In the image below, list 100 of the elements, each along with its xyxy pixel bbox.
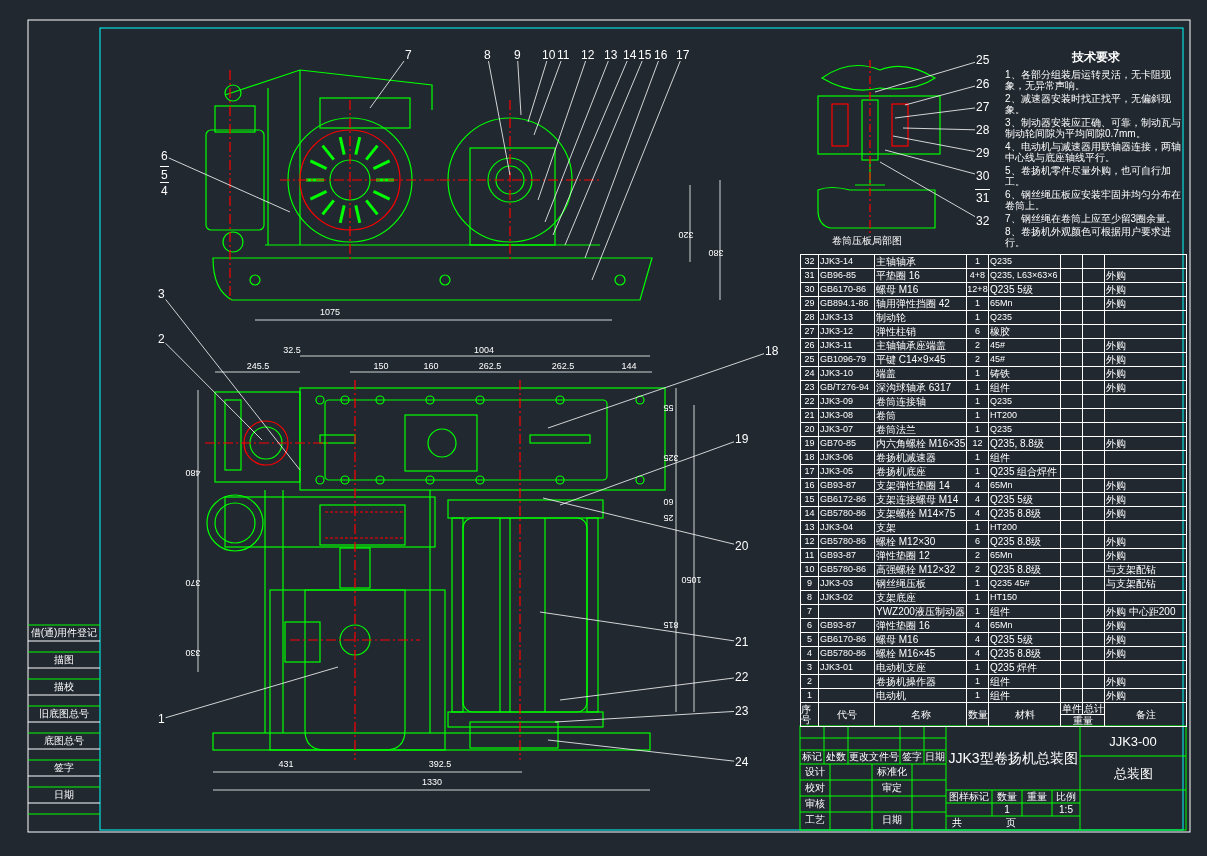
table-cell: Q235, 8.8级: [989, 437, 1061, 451]
table-cell: GB93-87: [819, 549, 875, 563]
dimension-text: 60: [663, 497, 674, 506]
table-cell: Q235 8.8级: [989, 535, 1061, 549]
title-block-text: 数量: [996, 790, 1018, 803]
leader-line: [517, 60, 522, 116]
table-cell: 16: [801, 479, 819, 493]
table-cell: 外购: [1105, 381, 1187, 395]
requirement-text: 8、卷扬机外观颜色可根据用户要求进行。: [1005, 226, 1172, 248]
table-cell: JJK3-08: [819, 409, 875, 423]
table-cell: 6: [801, 619, 819, 633]
table-cell: 4: [967, 633, 989, 647]
table-cell: GB70-85: [819, 437, 875, 451]
title-block-text: 借(通)用件登记: [29, 626, 99, 640]
table-header-cell: 单件: [1061, 703, 1083, 715]
table-cell: 铸铁: [989, 367, 1061, 381]
dimension-text: 245.5: [246, 361, 270, 371]
table-cell: 2: [967, 563, 989, 577]
table-cell: 31: [801, 269, 819, 283]
requirement-text: 3、制动器安装应正确、可靠，制动瓦与制动轮间隙为平均间隙0.7mm。: [1005, 117, 1182, 139]
table-cell: 外购: [1105, 297, 1187, 311]
callout-number: 32: [975, 215, 991, 227]
table-cell: Q235, L63×63×6: [989, 269, 1061, 283]
table-cell: 65Mn: [989, 297, 1061, 311]
table-cell: 外购: [1105, 619, 1187, 633]
table-cell: GB6172-86: [819, 493, 875, 507]
table-cell: 内六角螺栓 M16×35: [875, 437, 967, 451]
table-header-cell: 备注: [1105, 703, 1187, 727]
drawing-title: JJK3型卷扬机总装图: [947, 749, 1079, 768]
table-cell: Q235 8.8级: [989, 647, 1061, 661]
table-cell: GB894.1-86: [819, 297, 875, 311]
table-cell: YWZ200液压制动器: [875, 605, 967, 619]
title-block-text: 日期: [881, 813, 903, 827]
dimension-text: 1075: [320, 307, 340, 317]
table-cell: 螺栓 M16×45: [875, 647, 967, 661]
title-block-text: 更改文件号: [848, 750, 900, 764]
callout-number: 19: [734, 433, 750, 445]
table-cell: Q235: [989, 255, 1061, 269]
table-cell: 高强螺栓 M12×32: [875, 563, 967, 577]
table-cell: 14: [801, 507, 819, 521]
table-cell: 45#: [989, 339, 1061, 353]
table-cell: JJK3-12: [819, 325, 875, 339]
title-block-text: 页: [1005, 816, 1017, 830]
table-cell: Q235: [989, 395, 1061, 409]
table-cell: 外购: [1105, 437, 1187, 451]
title-block-text: 1: [1003, 803, 1011, 816]
table-cell: 4: [967, 479, 989, 493]
leader-line: [892, 135, 976, 152]
callout-number: 2: [157, 333, 166, 345]
callout-number: 4: [160, 182, 169, 197]
callout-number: 25: [975, 54, 991, 66]
table-cell: 卷扬机减速器: [875, 451, 967, 465]
table-cell: 4: [967, 493, 989, 507]
callout-number: 6: [160, 150, 169, 162]
callout-number: 3: [157, 288, 166, 300]
table-cell: Q235 8.8级: [989, 563, 1061, 577]
table-cell: 10: [801, 563, 819, 577]
leader-line: [559, 677, 735, 701]
title-block-text: 签字: [53, 761, 75, 775]
title-block-text: 审核: [804, 797, 826, 811]
callout-number: 22: [734, 671, 750, 683]
table-cell: 65Mn: [989, 479, 1061, 493]
table-cell: 1: [967, 605, 989, 619]
table-cell: 制动轮: [875, 311, 967, 325]
requirement-text: 6、钢丝绳压板应安装牢固并均匀分布在卷筒上。: [1005, 189, 1182, 211]
table-cell: 6: [967, 535, 989, 549]
leader-line: [165, 299, 301, 471]
table-cell: 19: [801, 437, 819, 451]
title-block-text: 底图总号: [43, 734, 85, 748]
table-cell: 组件: [989, 451, 1061, 465]
table-header-cell: 序号: [801, 703, 819, 727]
dimension-text: 480: [185, 467, 201, 477]
callout-number: 15: [637, 49, 653, 61]
dimension-text: 330: [185, 647, 201, 657]
leader-line: [165, 342, 263, 441]
title-block-text: 描图: [53, 653, 75, 667]
leader-line: [547, 739, 735, 762]
table-cell: 钢丝绳压板: [875, 577, 967, 591]
table-cell: JJK3-11: [819, 339, 875, 353]
table-cell: 1: [967, 409, 989, 423]
table-cell: GB6170-86: [819, 633, 875, 647]
callout-number: 12: [580, 49, 596, 61]
dimension-text: 1330: [422, 777, 442, 787]
dimension-text: 262.5: [478, 361, 502, 371]
table-cell: 8: [801, 591, 819, 605]
title-block-text: 共: [951, 816, 963, 830]
table-cell: 65Mn: [989, 619, 1061, 633]
table-cell: 12+8: [967, 283, 989, 297]
requirement-text: 2、减速器安装时找正找平，无偏斜现象。: [1005, 93, 1172, 115]
title-block-text: 总装图: [1112, 764, 1154, 783]
table-cell: Q235 焊件: [989, 661, 1061, 675]
table-cell: 28: [801, 311, 819, 325]
table-cell: 26: [801, 339, 819, 353]
table-cell: 外购: [1105, 647, 1187, 661]
table-cell: 9: [801, 577, 819, 591]
table-cell: 端盖: [875, 367, 967, 381]
callout-number: 7: [404, 49, 413, 61]
table-cell: JJK3-06: [819, 451, 875, 465]
table-cell: GB6170-86: [819, 283, 875, 297]
table-cell: 4: [801, 647, 819, 661]
